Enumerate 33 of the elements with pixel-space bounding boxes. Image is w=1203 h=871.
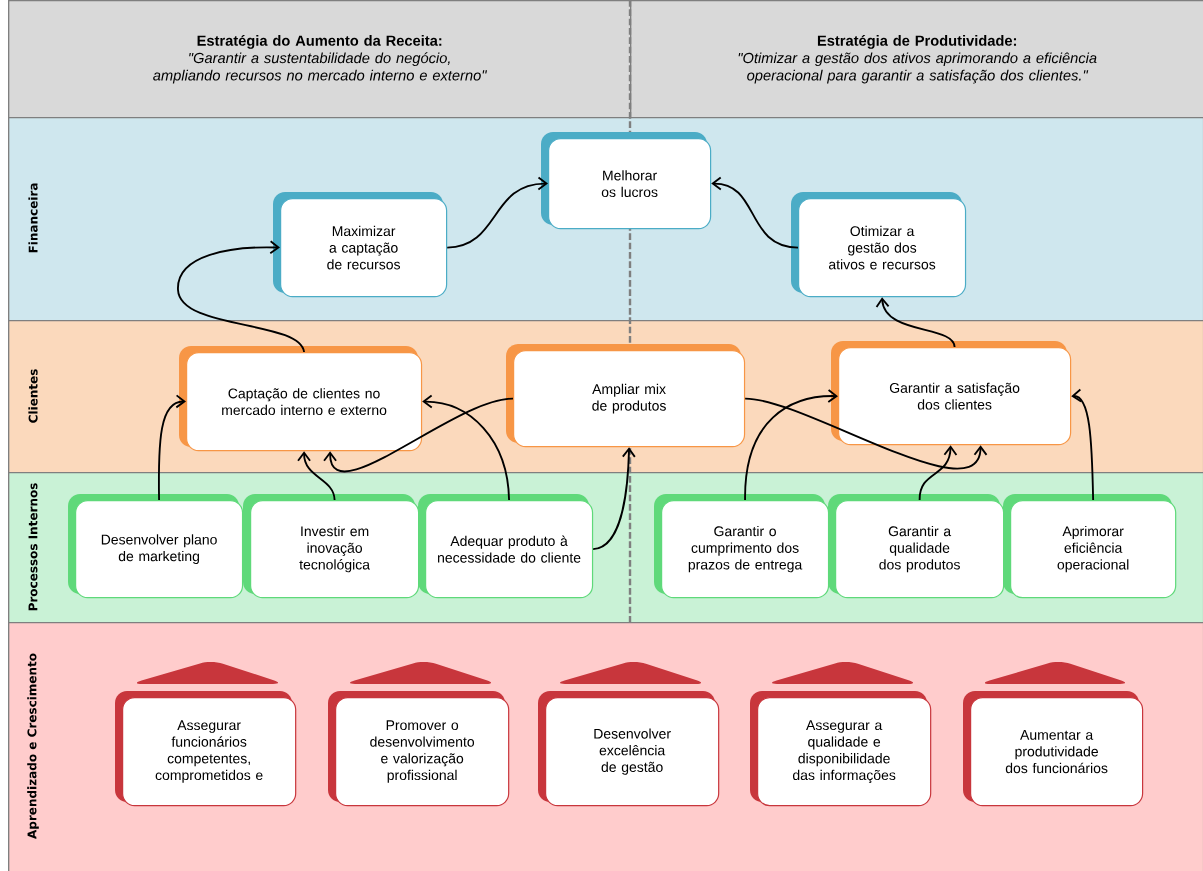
arrow <box>711 176 799 249</box>
objective-box: Captação de clientes no mercado interno e externo <box>179 346 423 452</box>
header-cell: Estratégia de Produtividade: "Otimizar a gestão dos ativos aprimorando a eficiência operacional para garantir a satisfação dos clientes." <box>630 0 1203 119</box>
objective-box: Assegurar a qualidade e disponibilidade das informações <box>750 691 932 807</box>
objective-box: Otimizar a gestão dos ativos e recursos <box>791 192 967 298</box>
node-label: Desenvolver plano de marketing <box>101 534 217 564</box>
arrow <box>323 397 514 472</box>
objective-box: Maximizar a captação de recursos <box>273 192 448 298</box>
objective-box: Desenvolver excelência de gestão <box>538 691 720 807</box>
arrow <box>446 176 548 249</box>
arrow <box>177 240 305 353</box>
objective-box: Assegurar funcionários competentes, comprometidos e <box>115 691 297 807</box>
objective-box: Garantir o cumprimento dos prazos de entrega <box>654 494 830 599</box>
arrow <box>422 394 510 501</box>
objective-box: Adequar produto à necessidade do cliente <box>418 494 594 599</box>
arrow <box>744 397 988 470</box>
arrow <box>918 445 958 501</box>
arrow <box>157 394 186 501</box>
objective-box: Ampliar mix de produtos <box>506 344 746 448</box>
objective-box: Promover o desenvolvimento e valorização profissional <box>328 691 510 807</box>
arrow <box>1071 388 1095 501</box>
objective-box: Investir em inovação tecnológica <box>243 494 420 599</box>
header-cell: Estratégia do Aumento da Receita: "Garantir a sustentabilidade do negócio, ampliando recursos no mercado interno e externo" <box>8 0 632 119</box>
objective-box: Garantir a qualidade dos produtos <box>828 494 1005 599</box>
arrow <box>875 297 956 348</box>
arrow <box>592 447 636 551</box>
objective-box: Desenvolver plano de marketing <box>68 494 244 599</box>
arrow <box>744 388 838 501</box>
objective-box: Garantir a satisfação dos clientes <box>831 341 1072 446</box>
objective-box: Aumentar a produtividade dos funcionários <box>963 691 1144 807</box>
objective-box: Aprimorar eficiência operacional <box>1003 494 1177 599</box>
objective-box: Melhorar os lucros <box>541 132 712 230</box>
arrow <box>297 451 336 501</box>
